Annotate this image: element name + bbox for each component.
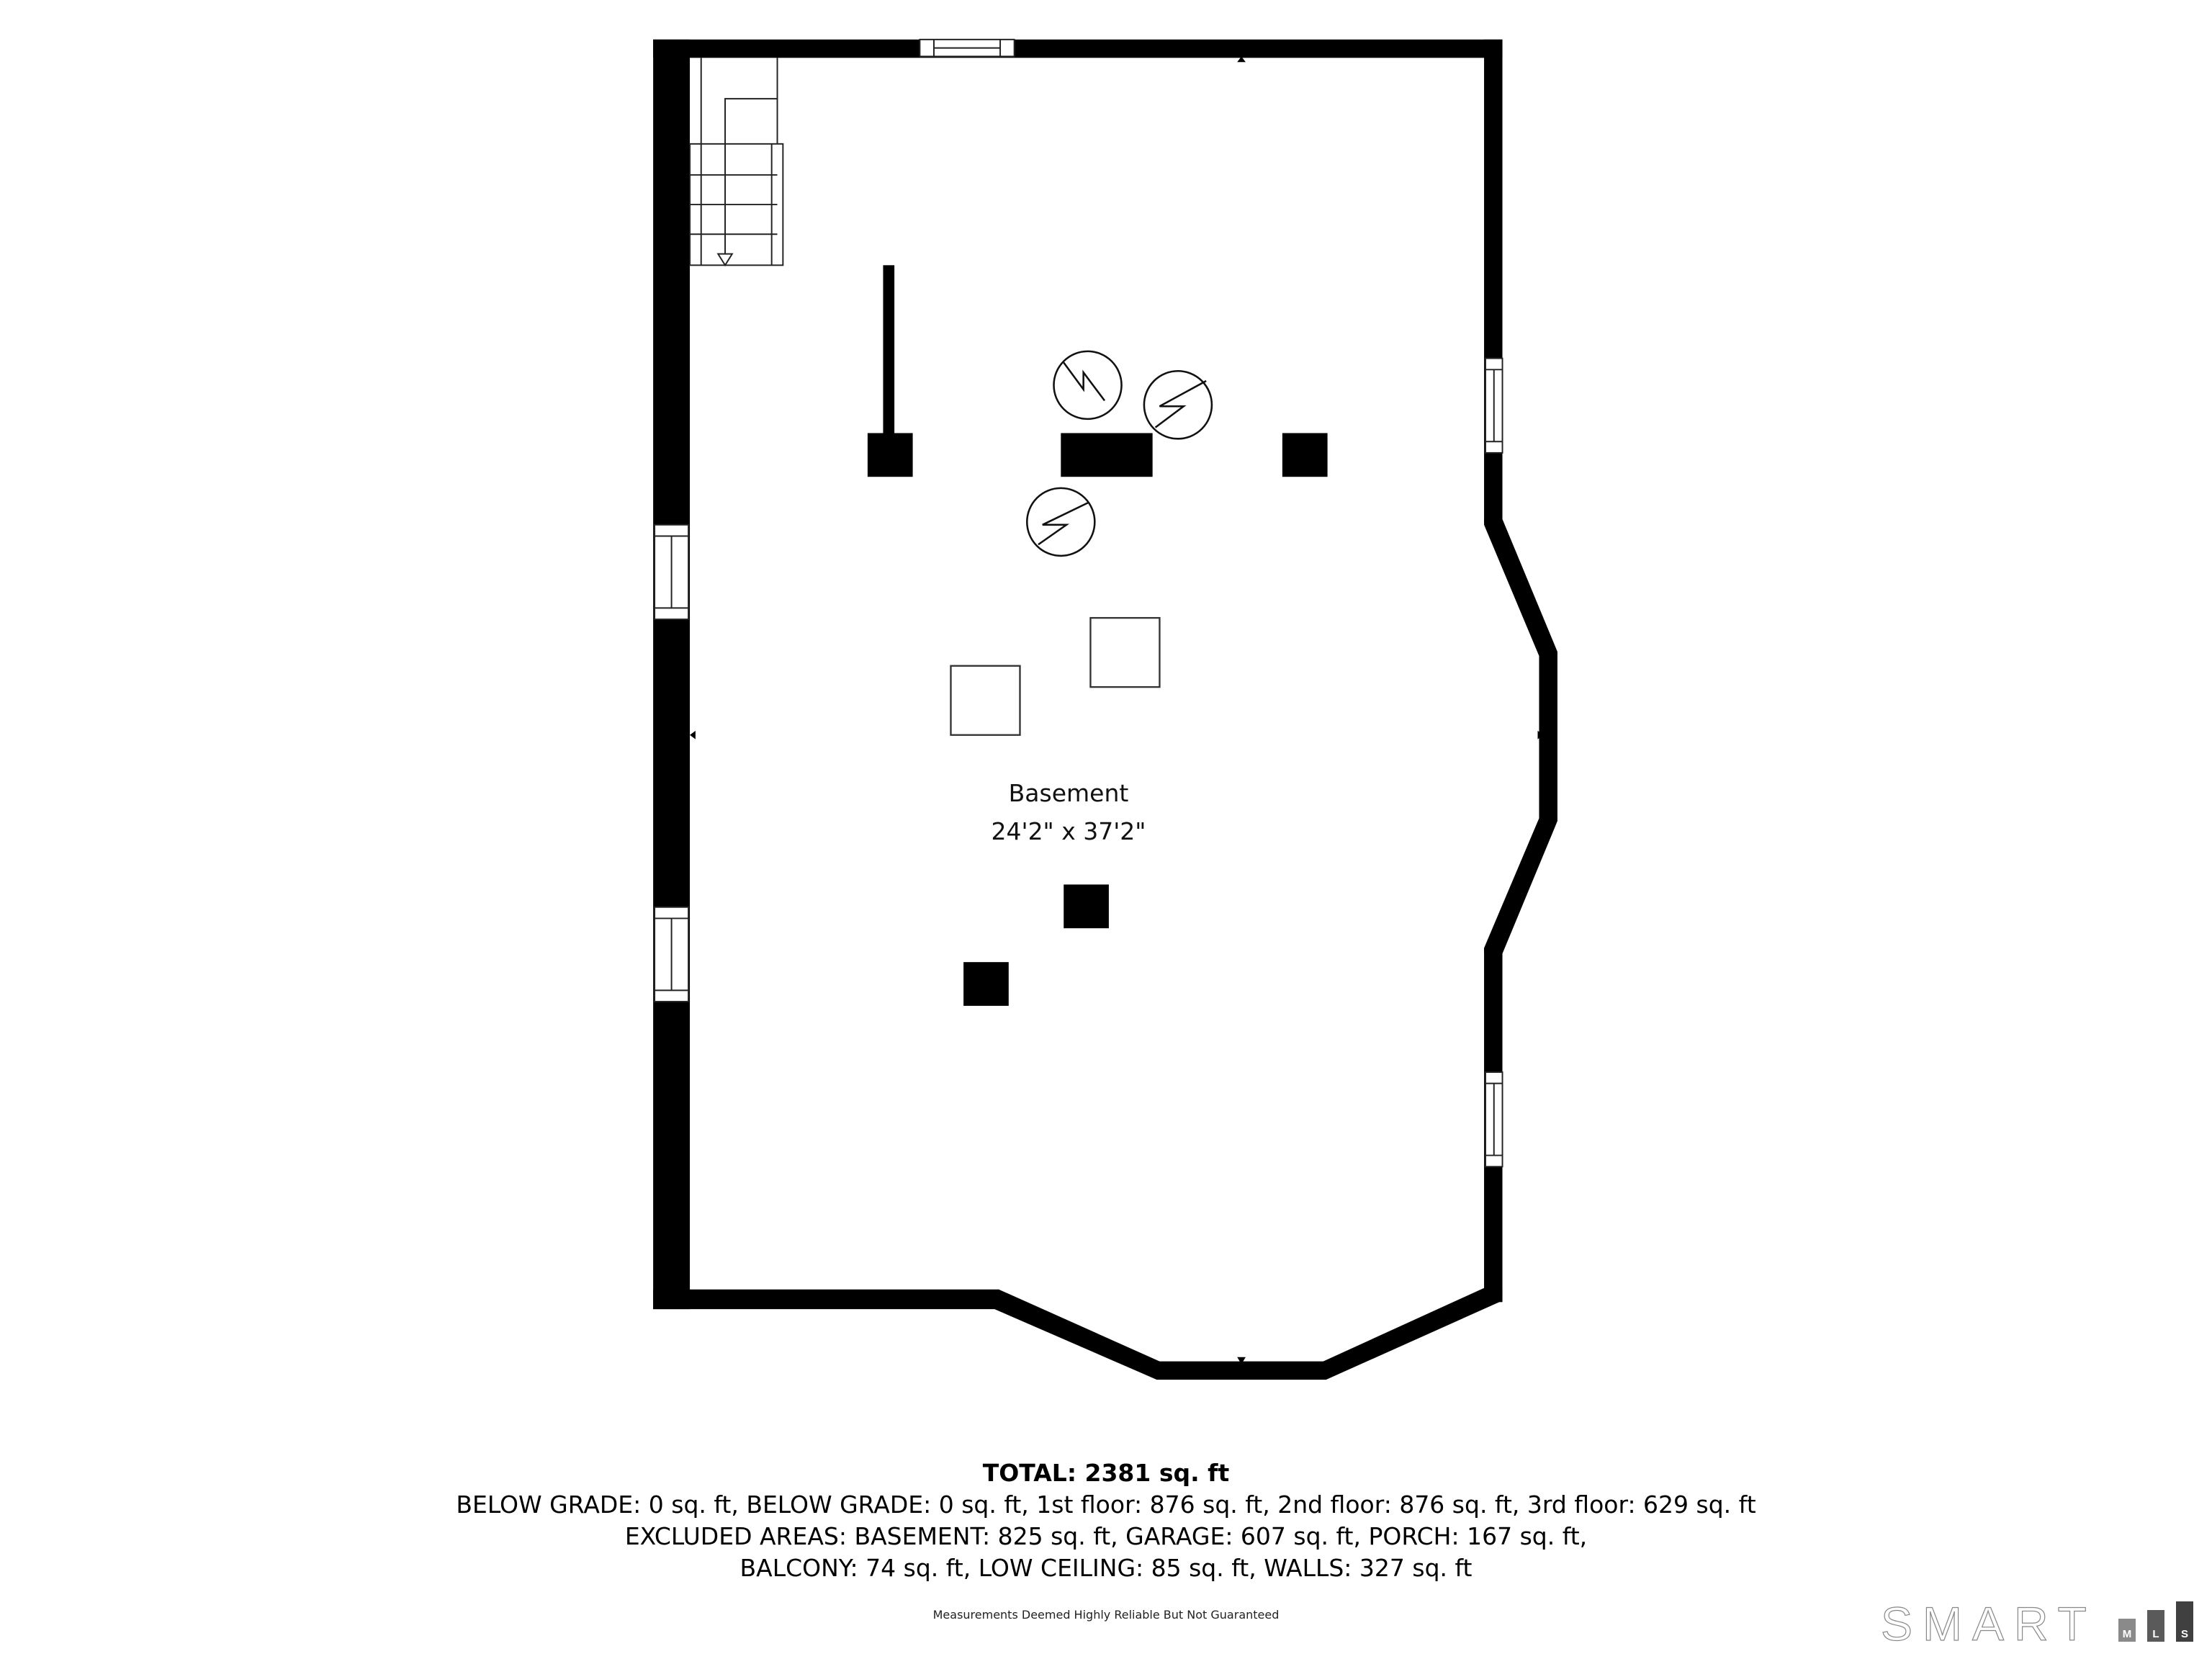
logo-block-s	[2176, 1601, 2193, 1642]
logo-block-m	[2118, 1619, 2136, 1642]
window-icon	[654, 523, 690, 621]
fixture-outline	[950, 616, 1161, 736]
water-heater-icon	[1026, 487, 1096, 557]
window-icon	[919, 38, 1015, 58]
water-heater-icon	[1143, 369, 1213, 440]
room-dimensions: 24'2" x 37'2"	[991, 817, 1146, 845]
marker-arrow-icon	[690, 56, 1544, 1364]
window-icon	[1485, 1071, 1503, 1168]
svg-text:L: L	[2152, 1628, 2159, 1640]
water-heater-icon	[1053, 350, 1123, 421]
smartmls-logo: SMART M L S	[1881, 1597, 2193, 1647]
excluded-areas-cont: BALCONY: 74 sq. ft, LOW CEILING: 85 sq. …	[739, 1554, 1473, 1582]
column-icon	[867, 265, 1328, 1006]
svg-text:M: M	[2123, 1628, 2132, 1640]
exterior-walls	[653, 39, 1557, 1380]
logo-wordmark: SMART	[1881, 1597, 2097, 1647]
excluded-areas: EXCLUDED AREAS: BASEMENT: 825 sq. ft, GA…	[624, 1522, 1588, 1550]
window-icon	[1485, 357, 1503, 454]
total-area: TOTAL: 2381 sq. ft	[982, 1459, 1230, 1487]
floor-area-breakdown: BELOW GRADE: 0 sq. ft, BELOW GRADE: 0 sq…	[456, 1491, 1756, 1519]
logo-block-l	[2147, 1610, 2164, 1642]
svg-text:S: S	[2181, 1628, 2188, 1640]
window-icon	[654, 906, 690, 1002]
stair-icon	[689, 58, 784, 267]
disclaimer: Measurements Deemed Highly Reliable But …	[932, 1608, 1280, 1622]
room-name: Basement	[1008, 779, 1129, 807]
